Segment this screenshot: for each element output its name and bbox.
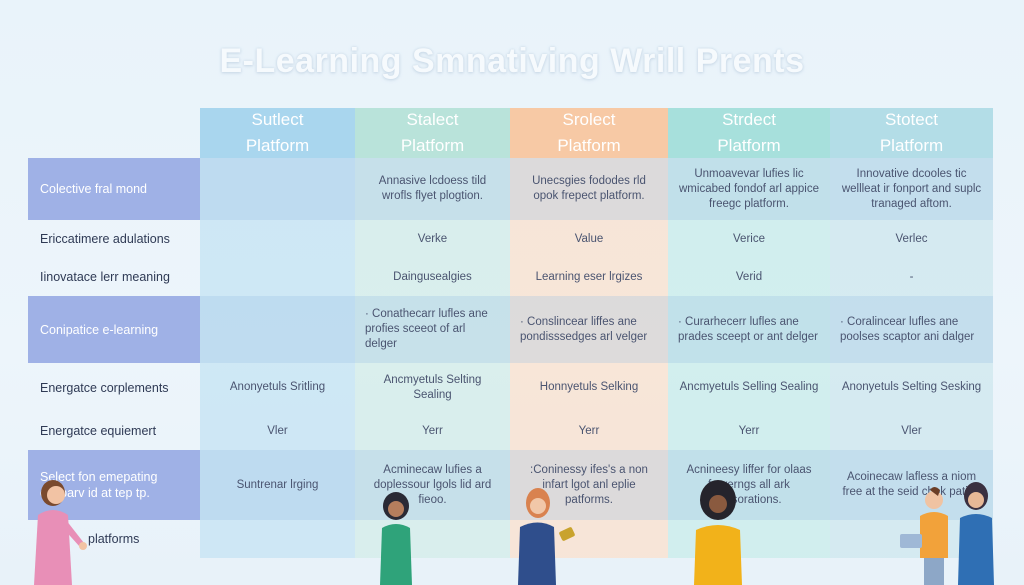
column-header-title: Stotect [885,110,938,129]
table-cell: · Curarhecerr lufles ane prades sceept o… [678,315,819,343]
column-header-title: Sutlect [251,110,304,129]
table-cell: Acminecaw lufies a doplessour lgols lid … [373,463,492,506]
table-cell: Yerr [578,424,600,437]
column-header-title: Strdect [722,110,776,129]
table-cell: Unecsgies fododes rld opok frepect platf… [532,175,646,202]
table-cell: Acoinecaw lafless a niom free at the sei… [842,471,981,498]
table-cell [200,520,355,558]
table-cell: Daingusealgies [393,270,472,283]
column-header-title: Stalect [406,110,459,129]
table-cell: Honnyetuls Selking [539,381,639,393]
column-background [830,108,993,558]
table-cell: Unmoavevar lufies lic wmicabed fondof ar… [679,167,819,210]
table-cell: Learning eser lrgizes [535,270,643,283]
woman-green-shirt-illustration [380,492,412,585]
column-background [510,108,668,558]
table-cell: - [909,270,914,283]
row-highlight [200,296,993,363]
page-title: E-Learning Smnativing Wrill Prents [219,42,805,80]
table-cell: Innovative dcooles tic wellleat ir fonpo… [841,167,982,210]
table-cell [200,158,355,220]
woman-presenter-illustration [34,480,87,585]
row-highlight [200,158,993,220]
table-cell [200,296,355,363]
table-cell: · Conathecarr lufles ane profies sceeot … [365,308,488,350]
column-header-subtitle: Platform [879,136,944,155]
column-background [355,108,510,558]
table-cell: Verice [733,232,765,245]
row-label: Conipatice e-learning [28,296,200,363]
table-cell: Ancmyetuls Selling Sealing [679,381,819,393]
table-cell: Verid [735,270,763,283]
woman-yellow-shirt-illustration [694,480,742,585]
column-header-subtitle: Platform [245,136,310,155]
row-label: Energatce corplements [40,380,169,395]
table-cell: Ancmyetuls Selting Sealing [383,373,482,401]
row-label: Ericcatimere adulations [40,232,170,246]
column-background [200,108,355,558]
table-cell: Verke [417,232,448,245]
table-cell [200,258,355,296]
table-cell: · Coralincear lufles ane poolses scaptor… [840,315,975,343]
column-header-subtitle: Platform [400,136,465,155]
table-cell: Annasive lcdoess tild wrofls flyet plogt… [378,175,487,202]
table-cell [200,220,355,258]
row-label: Iinovatace lerr meaning [40,270,170,284]
table-cell: Yerr [738,424,760,437]
column-header-title: Srolect [562,110,616,129]
table-cell: Suntrenar lrging [236,478,319,491]
table-cell: Vler [901,424,922,437]
table-cell: Anonyetuls Sritling [229,381,326,393]
table-cell: · Conslincear liffes ane pondisssedges a… [520,315,648,343]
table-cell: Verlec [895,232,928,245]
table-cell: Anonyetuls Selting Sesking [841,381,982,393]
column-background [668,108,830,558]
table-cell: Vler [267,424,288,437]
row-label: Energatce equiemert [40,424,157,438]
column-header-subtitle: Platform [557,136,621,155]
table-cell: :Coninessy ifes's a non infart lgot anl … [530,463,648,506]
column-header-subtitle: Platform [717,136,781,155]
table-cell: Value [574,232,604,245]
table-cell: Yerr [422,424,443,437]
row-label: platforms [88,532,140,546]
woman-with-phone-illustration [518,488,575,585]
row-highlight [200,450,993,520]
couple-with-tablet-illustration [900,482,994,585]
row-label: Colective fral mond [28,158,200,220]
